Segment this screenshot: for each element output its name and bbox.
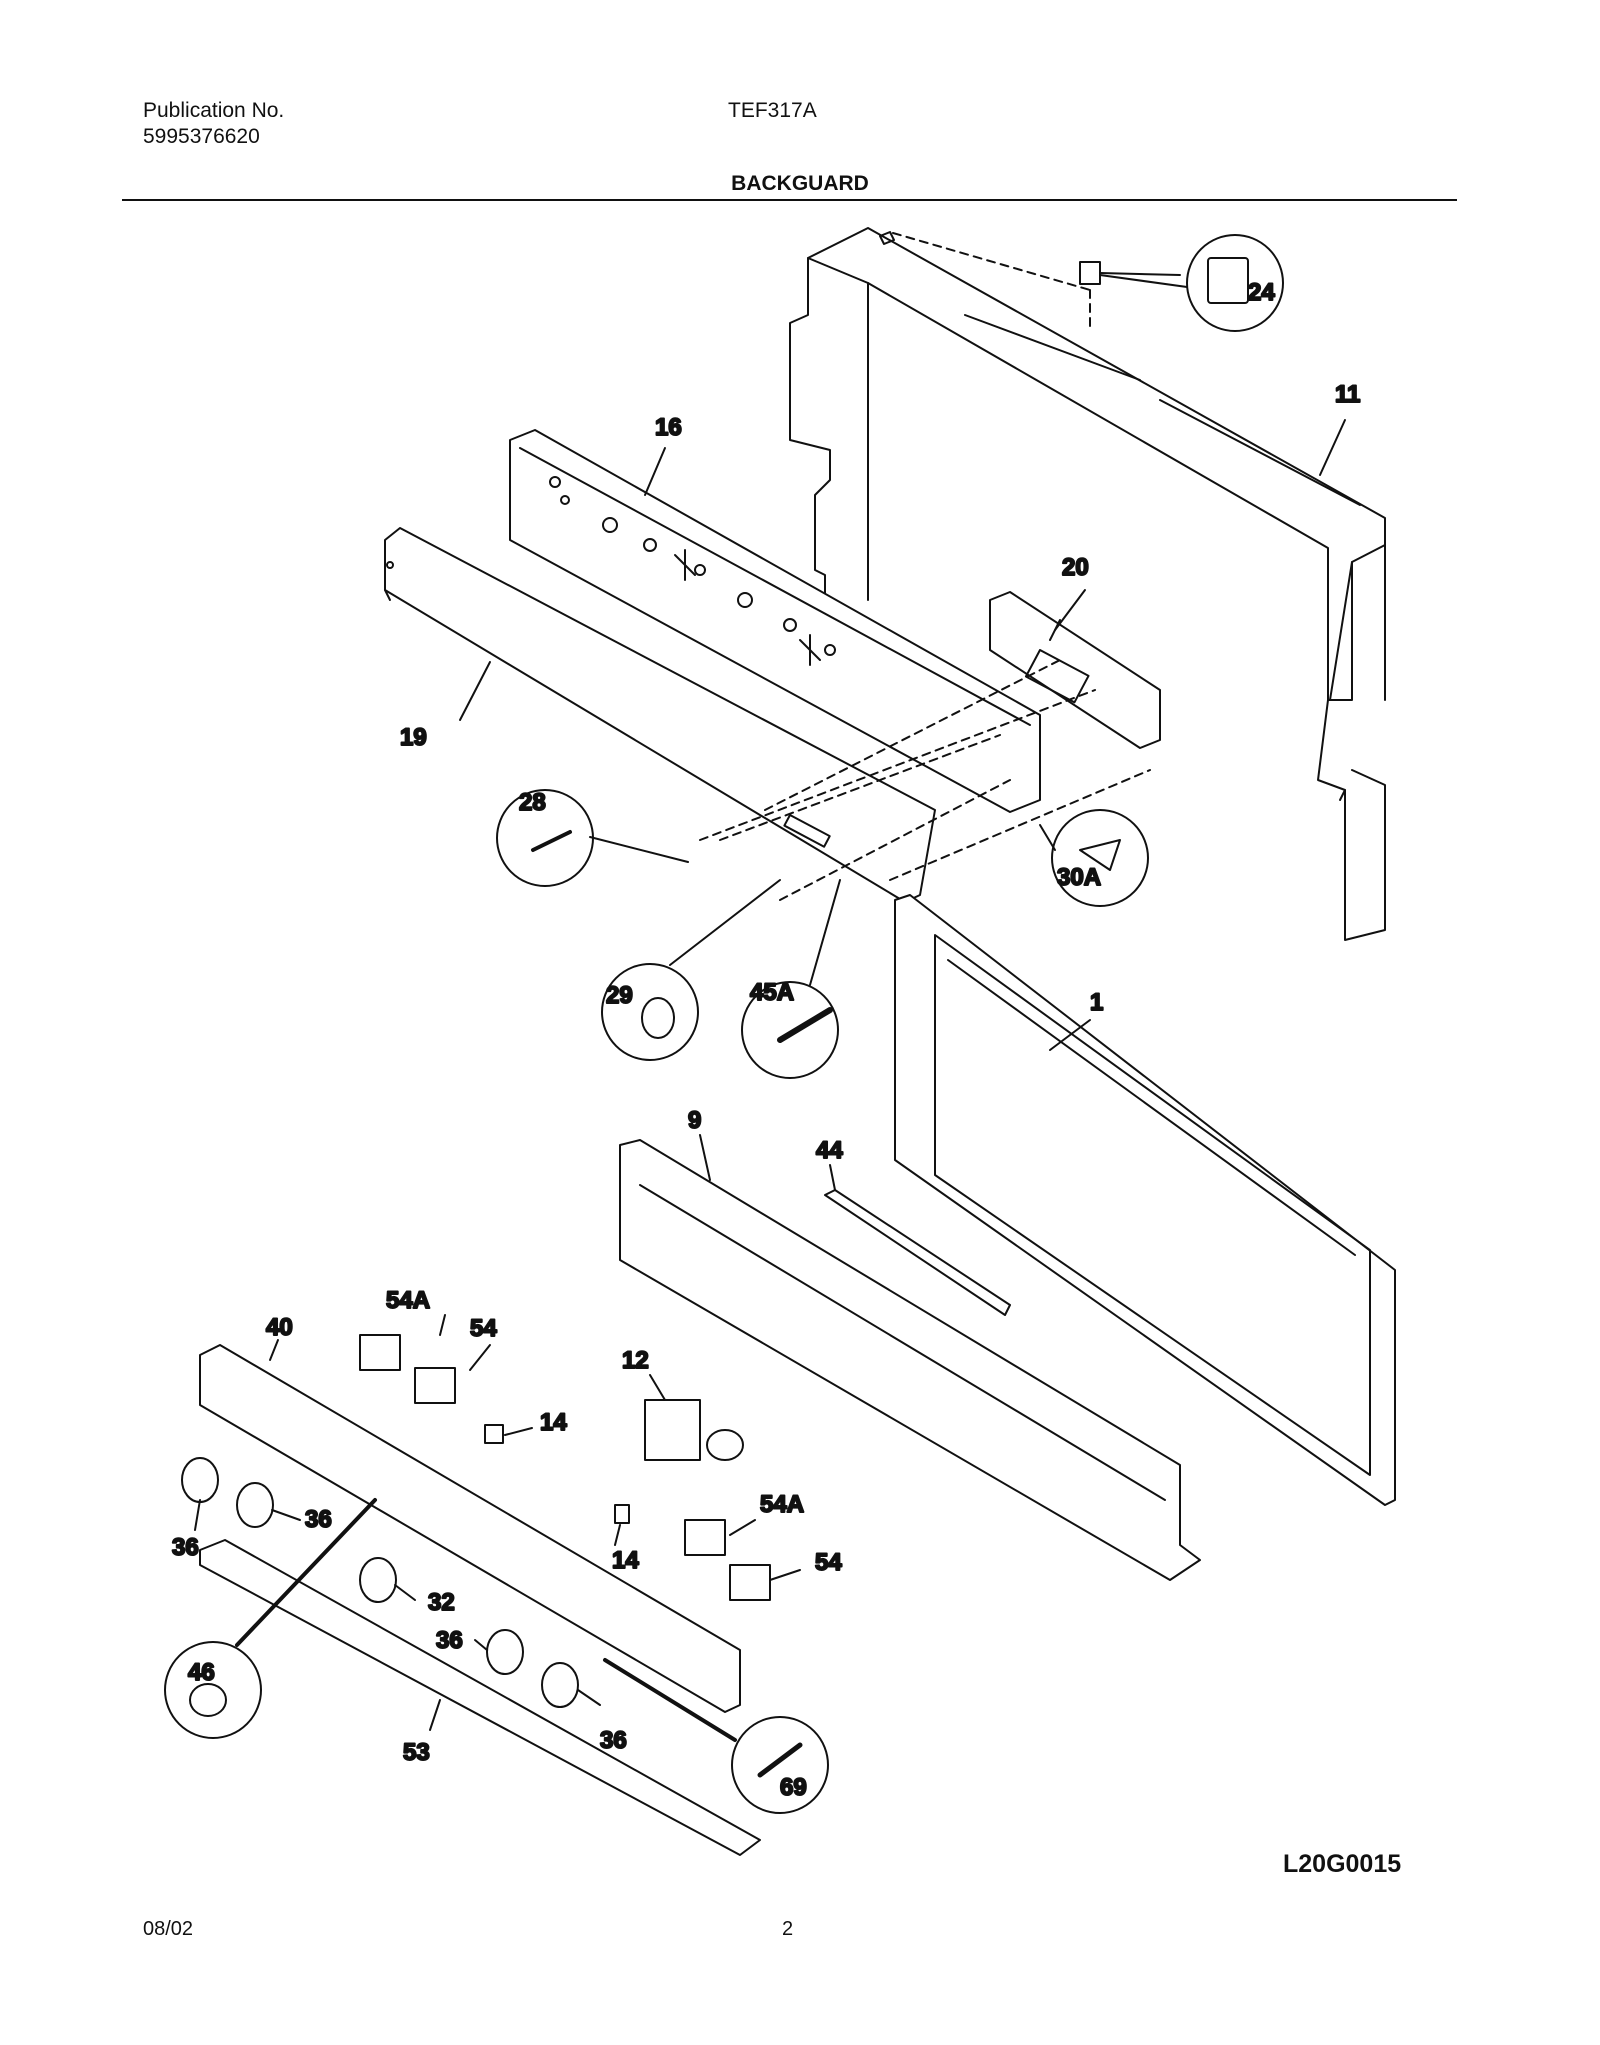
part-label-40: 40 bbox=[266, 1314, 293, 1341]
publication-number: 5995376620 bbox=[143, 125, 260, 148]
trim-strip bbox=[824, 1189, 1011, 1316]
part-label-53: 53 bbox=[403, 1739, 430, 1766]
footer-page-number: 2 bbox=[782, 1918, 794, 1940]
part-label-9: 9 bbox=[688, 1107, 701, 1134]
part-label-11: 11 bbox=[1335, 381, 1360, 408]
rocker-switch-part bbox=[892, 232, 1181, 331]
part-label-36-d: 36 bbox=[600, 1727, 627, 1754]
lower-trim bbox=[619, 1139, 1201, 1581]
lower-control-panel bbox=[199, 1344, 741, 1713]
part-label-54-top: 54 bbox=[470, 1315, 497, 1342]
part-label-1: 1 bbox=[1090, 989, 1103, 1016]
control-panel-faceplate bbox=[384, 527, 936, 903]
part-label-28: 28 bbox=[519, 789, 546, 816]
publication-label: Publication No. bbox=[143, 99, 285, 122]
part-label-30a: 30A bbox=[1057, 864, 1101, 891]
part-label-16: 16 bbox=[655, 414, 682, 441]
leader-lines bbox=[194, 274, 1346, 1742]
part-label-12: 12 bbox=[622, 1347, 649, 1374]
part-label-24: 24 bbox=[1248, 279, 1275, 306]
control-panel-bracket bbox=[509, 429, 1041, 813]
drawing-code: L20G0015 bbox=[1283, 1850, 1402, 1878]
part-label-32: 32 bbox=[428, 1589, 455, 1616]
part-label-19: 19 bbox=[400, 724, 427, 751]
part-label-29: 29 bbox=[606, 982, 633, 1009]
part-label-44: 44 bbox=[816, 1137, 843, 1164]
control-knobs bbox=[181, 1457, 579, 1708]
lower-rear-panel bbox=[894, 894, 1396, 1506]
detail-callouts bbox=[164, 234, 1284, 1814]
part-label-36-c: 36 bbox=[436, 1627, 463, 1654]
part-label-45a: 45A bbox=[750, 979, 794, 1006]
section-title: BACKGUARD bbox=[731, 172, 869, 195]
part-label-14-bottom: 14 bbox=[612, 1547, 639, 1574]
part-label-36-b: 36 bbox=[305, 1506, 332, 1533]
part-label-54a-right: 54A bbox=[760, 1491, 804, 1518]
part-label-46: 46 bbox=[188, 1659, 215, 1686]
assembly-guide-lines bbox=[699, 659, 1151, 901]
part-label-36-a: 36 bbox=[172, 1534, 199, 1561]
switches bbox=[359, 1334, 771, 1601]
part-label-14-top: 14 bbox=[540, 1409, 567, 1436]
part-label-69: 69 bbox=[780, 1774, 807, 1801]
footer-date: 08/02 bbox=[143, 1918, 194, 1940]
backguard-shell bbox=[789, 227, 1386, 941]
part-label-20: 20 bbox=[1062, 554, 1089, 581]
bottom-trim bbox=[199, 1539, 761, 1856]
part-label-54-right: 54 bbox=[815, 1549, 842, 1576]
model-number: TEF317A bbox=[728, 99, 817, 122]
header-rule bbox=[122, 199, 1457, 201]
part-label-54a-top: 54A bbox=[386, 1287, 430, 1314]
